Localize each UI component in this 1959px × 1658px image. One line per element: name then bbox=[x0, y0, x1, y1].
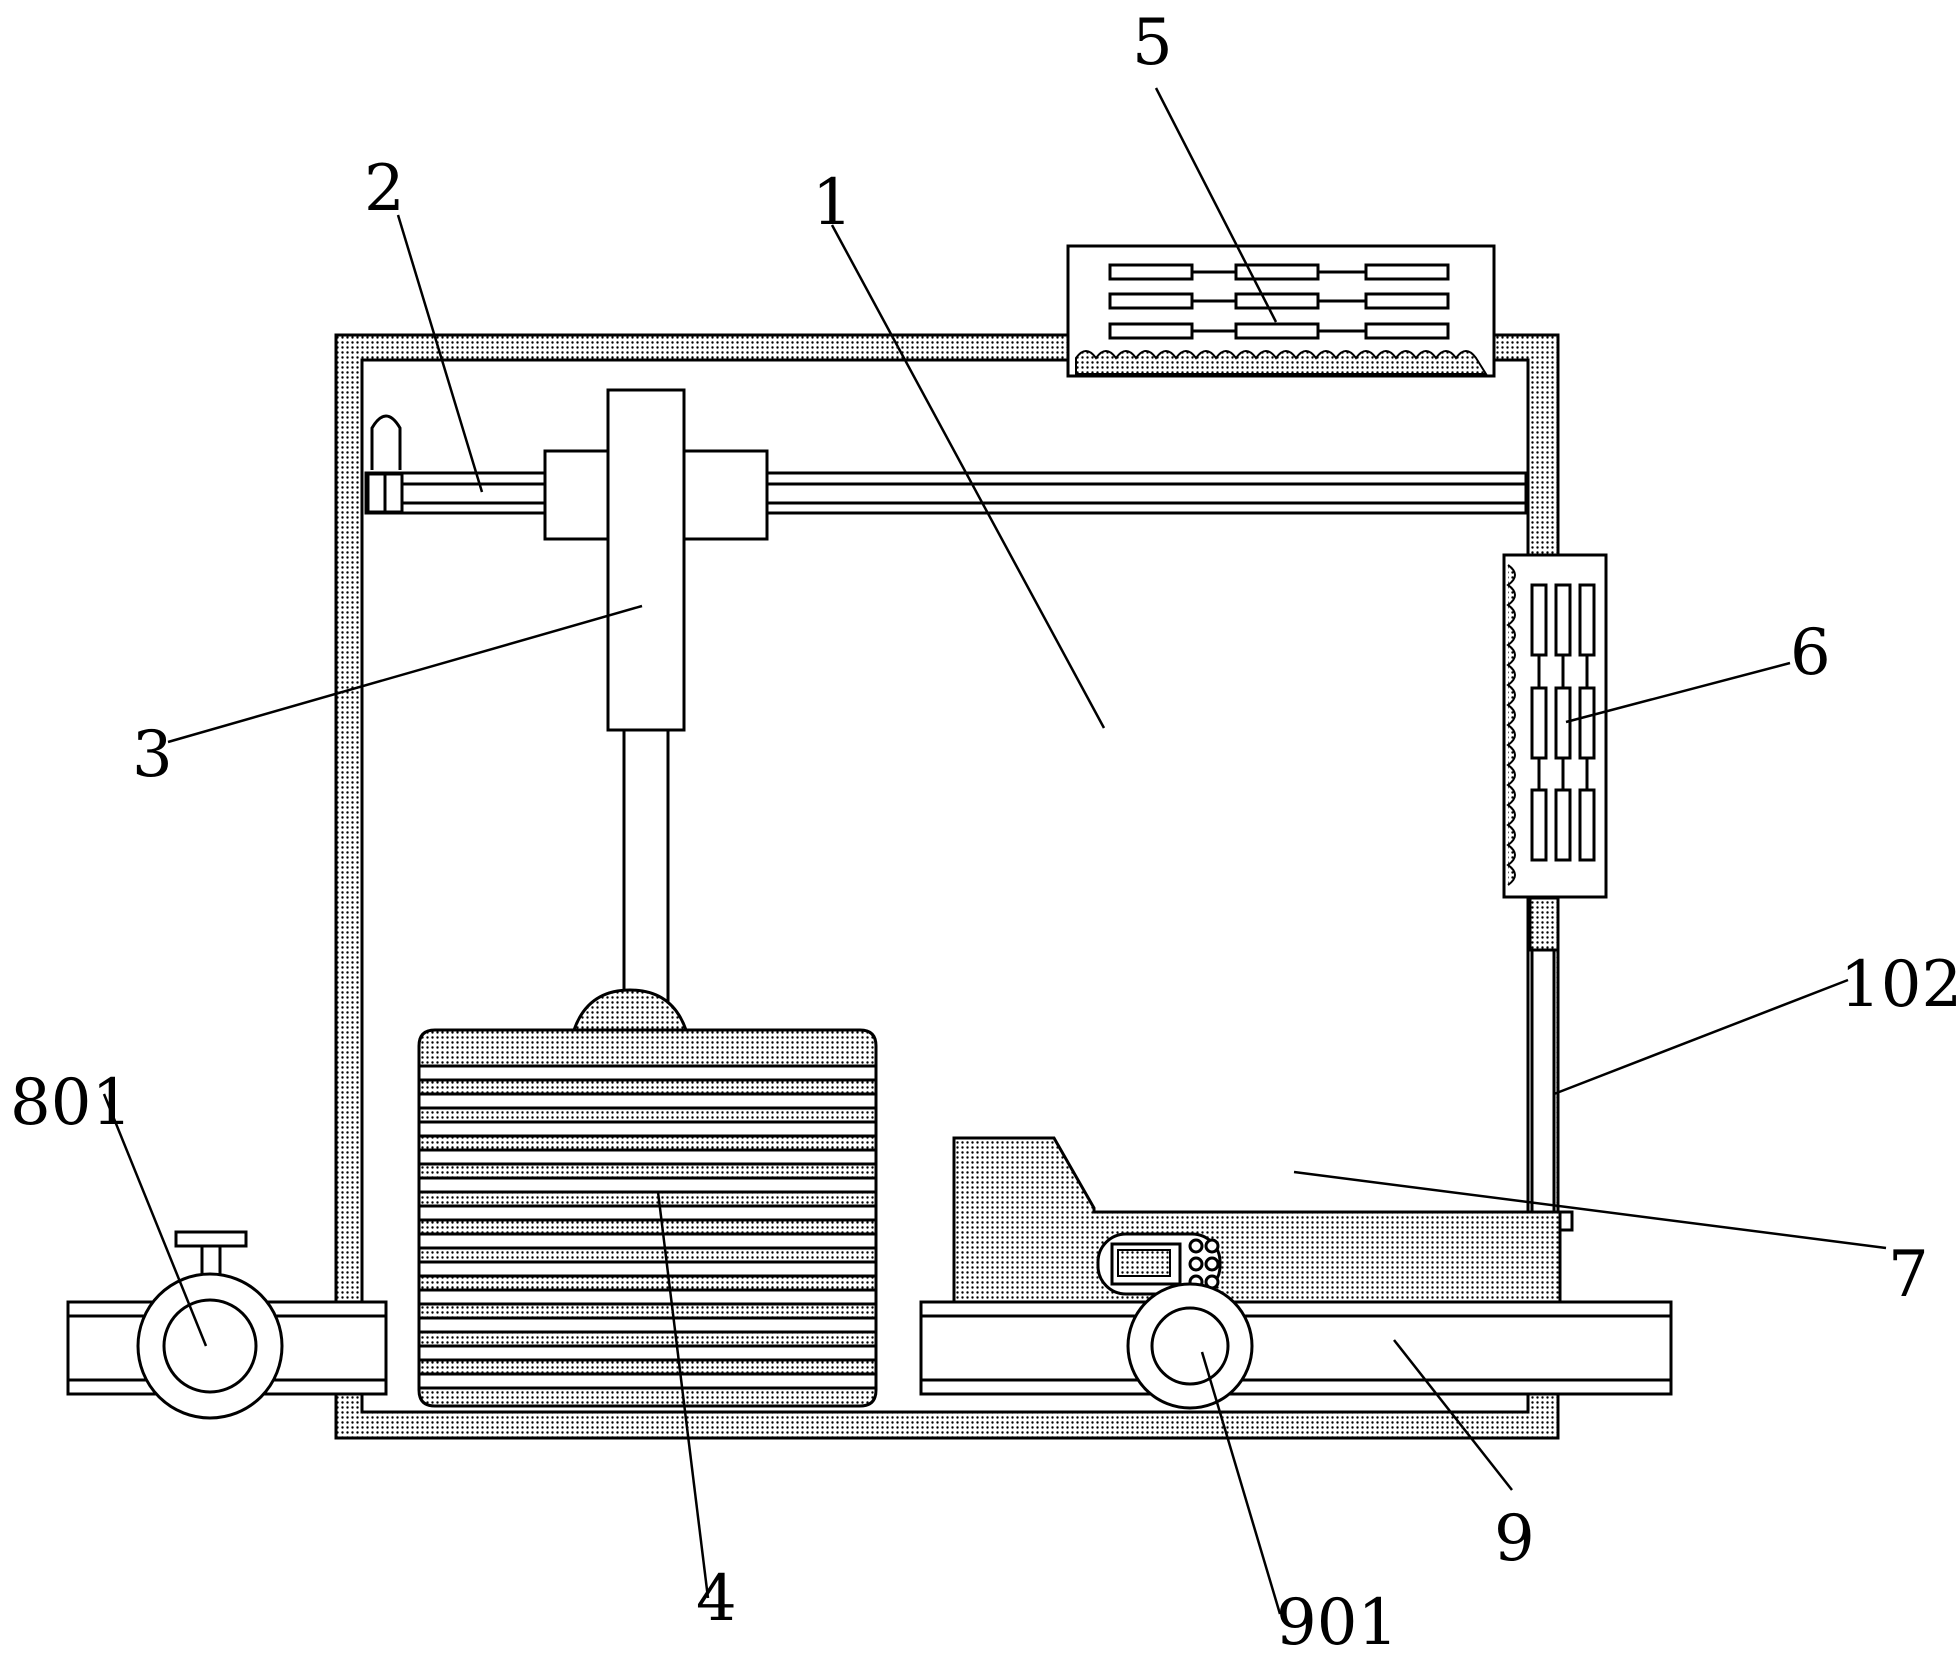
wavy-mesh bbox=[1075, 350, 1488, 375]
label-1: 1 bbox=[812, 166, 853, 240]
label-9: 9 bbox=[1494, 1502, 1535, 1576]
side-wavy-mesh bbox=[1506, 564, 1516, 886]
label-3: 3 bbox=[132, 718, 173, 792]
absorber-tank bbox=[417, 988, 878, 1408]
rail-end-stop bbox=[370, 414, 402, 470]
inlet-pipe bbox=[66, 1230, 388, 1420]
top-filter-assembly bbox=[1066, 244, 1496, 378]
reference-labels: 1 2 3 4 5 6 7 9 102 801 901 bbox=[10, 6, 1959, 1658]
label-102: 102 bbox=[1840, 948, 1959, 1022]
outlet-pipe bbox=[919, 1282, 1673, 1410]
tank-fins bbox=[417, 1064, 878, 1390]
label-4: 4 bbox=[696, 1562, 737, 1636]
label-901: 901 bbox=[1276, 1586, 1398, 1658]
label-6: 6 bbox=[1790, 616, 1831, 690]
side-filter-elements bbox=[1530, 583, 1596, 862]
leader-lines bbox=[102, 87, 1887, 1615]
machine-unit bbox=[952, 1136, 1562, 1306]
horizontal-rail bbox=[364, 414, 1528, 515]
valve-handle bbox=[174, 1230, 248, 1248]
side-filter bbox=[1502, 553, 1608, 899]
slider-assembly bbox=[543, 388, 769, 1022]
label-5: 5 bbox=[1132, 6, 1173, 80]
label-801: 801 bbox=[10, 1066, 132, 1140]
label-7: 7 bbox=[1888, 1238, 1929, 1312]
label-2: 2 bbox=[364, 152, 405, 226]
side-door-strip bbox=[1528, 896, 1574, 1232]
filter-elements bbox=[1108, 263, 1450, 340]
